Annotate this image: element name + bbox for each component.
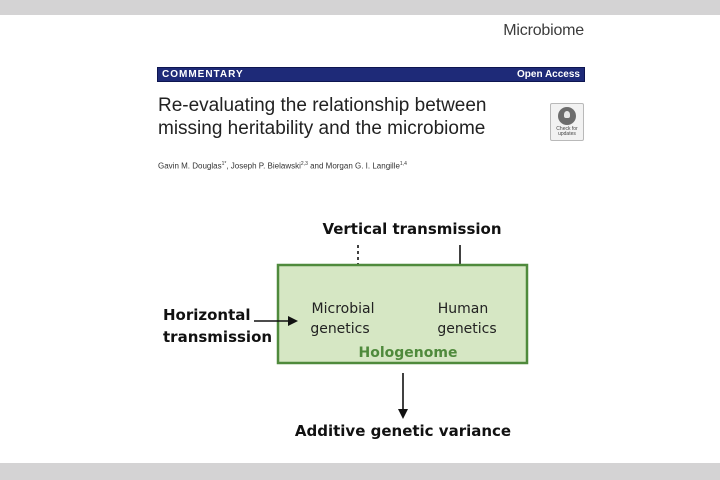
badge-text-line-1: Check for <box>556 126 578 132</box>
badge-text-line-2: updates <box>558 131 576 137</box>
hologenome-label: Hologenome <box>359 345 458 361</box>
paper-page: Microbiome COMMENTARY Open Access Re-eva… <box>0 15 720 463</box>
author-name[interactable]: Joseph P. Bielawski <box>230 161 301 171</box>
author-affiliation: 1* <box>221 161 227 167</box>
author-affiliation: 1,4 <box>399 161 407 167</box>
author-affiliation: 2,3 <box>300 161 308 167</box>
author-separator: and <box>307 161 326 171</box>
horizontal-line-2: transmission <box>163 328 272 346</box>
vertical-transmission-label: Vertical transmission <box>322 220 501 238</box>
author-name[interactable]: Morgan G. I. Langille <box>325 161 400 171</box>
hologenome-diagram: Vertical transmission Microbial genetics… <box>163 220 529 440</box>
microbial-line-1: Microbial <box>312 301 375 317</box>
title-line-2: missing heritability and the microbiome <box>158 118 486 139</box>
human-line-1: Human <box>438 301 489 317</box>
article-title: Re-evaluating the relationship between m… <box>158 94 538 140</box>
author-list: Gavin M. Douglas1*, Joseph P. Bielawski2… <box>158 161 407 171</box>
microbial-line-2: genetics <box>310 321 369 337</box>
title-line-1: Re-evaluating the relationship between <box>158 95 487 116</box>
human-line-2: genetics <box>437 321 496 337</box>
open-access-label[interactable]: Open Access <box>517 69 580 80</box>
bookmark-icon <box>558 107 576 125</box>
author-name[interactable]: Gavin M. Douglas <box>158 161 222 171</box>
horizontal-line-1: Horizontal <box>163 306 251 324</box>
additive-variance-label: Additive genetic variance <box>295 422 511 440</box>
hologenome-box <box>276 263 529 365</box>
author-separator: , <box>226 161 231 171</box>
article-type-label: COMMENTARY <box>162 69 244 80</box>
header-bar: COMMENTARY Open Access <box>157 67 585 82</box>
journal-name: Microbiome <box>503 22 584 39</box>
check-for-updates-badge[interactable]: Check for updates <box>550 103 584 141</box>
